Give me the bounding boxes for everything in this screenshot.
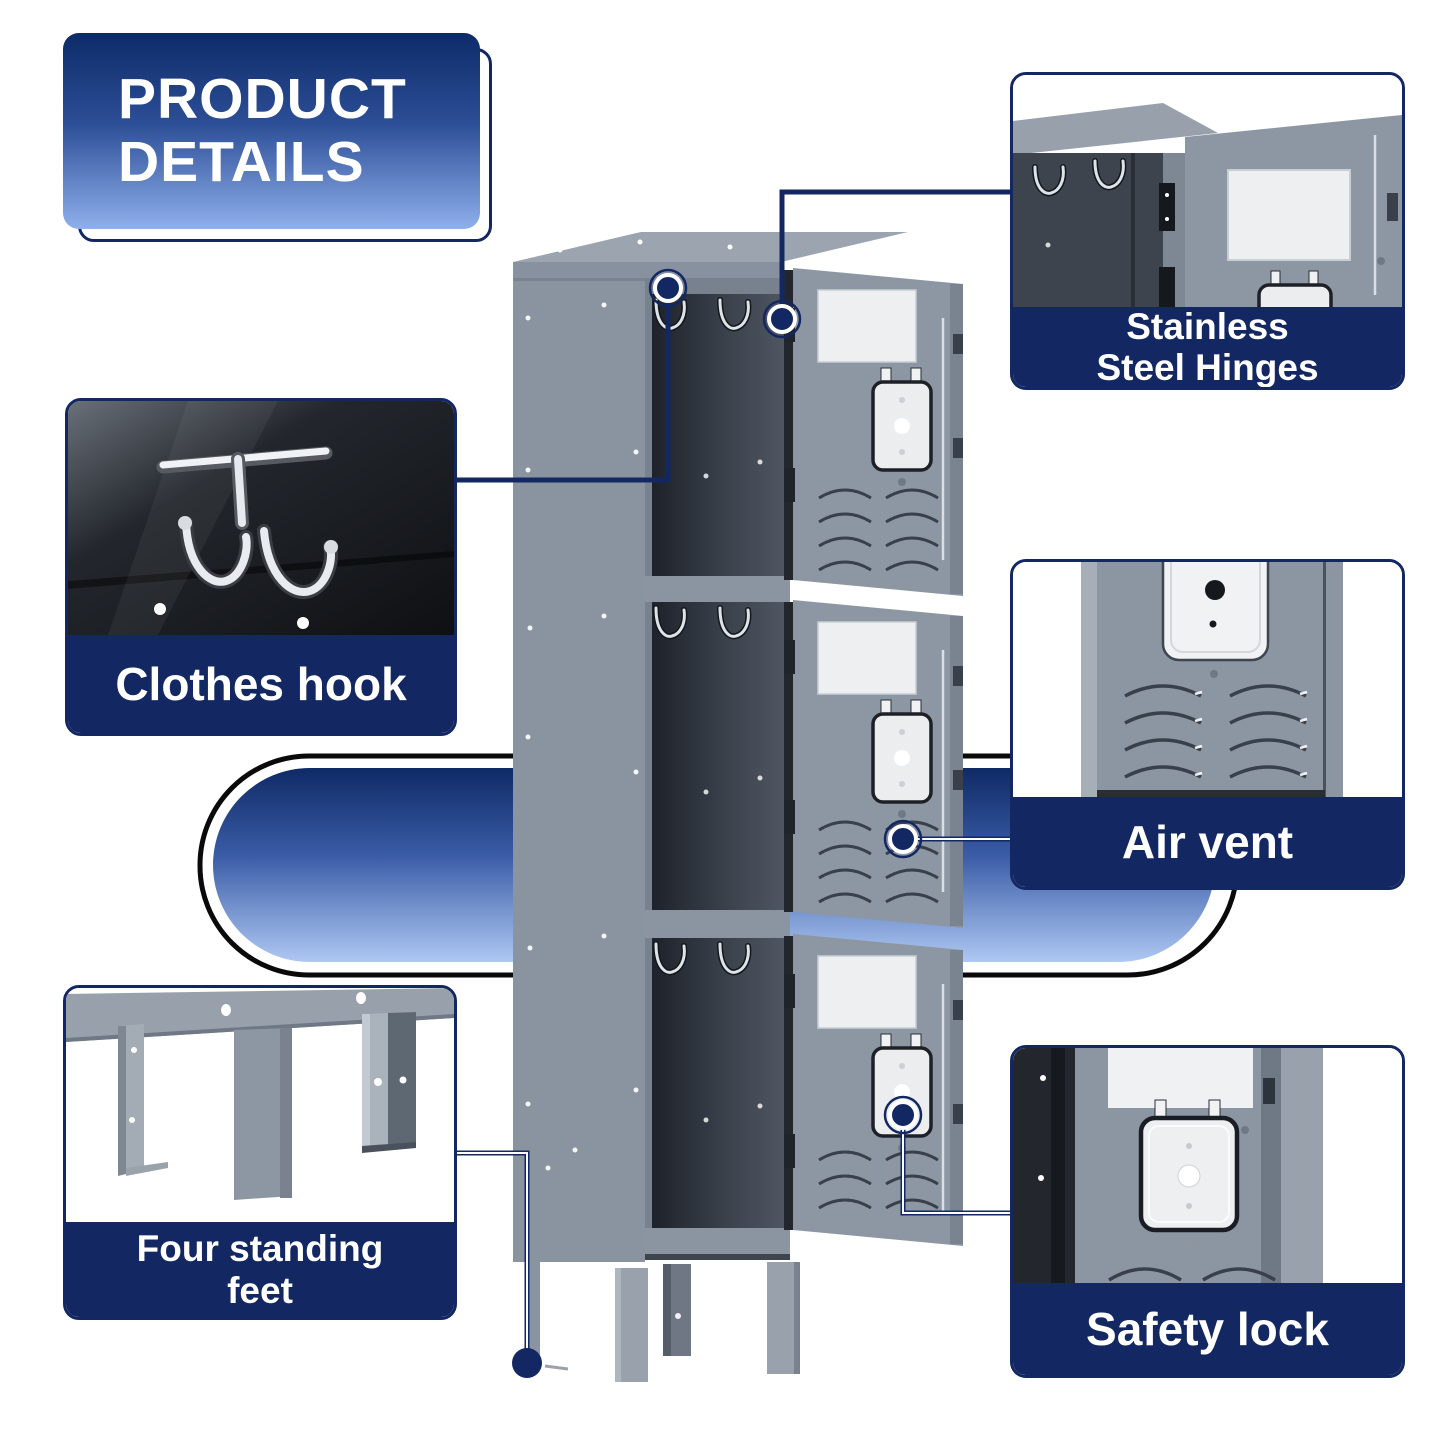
hook-label: Clothes hook <box>115 658 407 710</box>
hinges-connector-line <box>779 189 1012 319</box>
vent-label: Air vent <box>1121 816 1294 868</box>
lock-label: Safety lock <box>1086 1303 1329 1355</box>
callout-box-vent: Air vent <box>1010 559 1405 890</box>
callout-box-hook: Clothes hook <box>65 398 457 736</box>
lock-callout-dot-icon <box>883 1095 923 1135</box>
callout-box-hinges: Stainless Steel Hinges <box>1010 72 1405 390</box>
lock-photo <box>1013 1048 1402 1283</box>
title-line-2: DETAILS <box>118 130 365 194</box>
locker <box>513 232 908 1382</box>
hook-callout-dot-icon <box>648 268 688 308</box>
locker-doors <box>784 268 963 1246</box>
feet-label-strip: Four standing feet <box>66 1222 454 1317</box>
callout-box-lock: Safety lock <box>1010 1045 1405 1378</box>
hook-label-strip: Clothes hook <box>68 635 454 733</box>
feet-callout-dot-icon <box>512 1348 542 1378</box>
feet-label-line-1: Four standing <box>136 1228 384 1270</box>
hook-connector-line <box>457 288 671 483</box>
vent-callout-dot-icon <box>883 819 923 859</box>
feet-photo <box>66 988 454 1222</box>
hinges-label-line-2: Steel Hinges <box>1096 347 1319 388</box>
callout-box-feet: Four standing feet <box>63 985 457 1320</box>
lock-label-strip: Safety lock <box>1013 1283 1402 1375</box>
hinges-photo <box>1013 75 1402 307</box>
title-box: PRODUCT DETAILS <box>63 33 480 229</box>
feet-label-line-2: feet <box>227 1269 293 1311</box>
vent-label-strip: Air vent <box>1013 797 1402 887</box>
hinges-label-strip: Stainless Steel Hinges <box>1013 305 1402 388</box>
hinges-callout-dot-icon <box>762 299 802 339</box>
hinges-label-line-1: Stainless <box>1126 305 1289 347</box>
title-line-1: PRODUCT <box>118 67 407 132</box>
callout-dots <box>512 268 923 1378</box>
hook-photo <box>68 401 454 635</box>
vent-photo <box>1013 562 1402 797</box>
